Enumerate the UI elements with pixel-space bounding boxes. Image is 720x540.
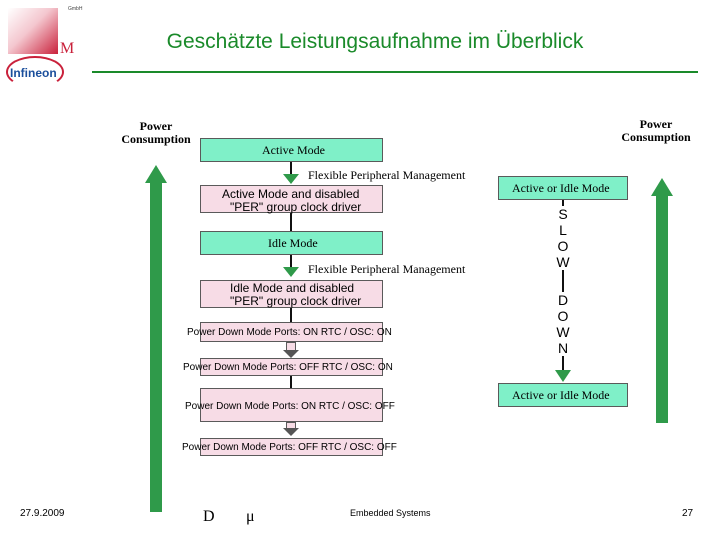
right-axis-arrowhead <box>651 178 673 196</box>
bottom-mode-label: Active or Idle Mode <box>512 388 610 402</box>
slow-down-arrowhead <box>555 370 571 382</box>
logo-square <box>8 8 58 54</box>
down-arrowhead <box>283 267 299 277</box>
active-disabled-rest: and disabled <box>288 187 360 201</box>
idle-mode-box <box>200 231 383 255</box>
logo-swoosh <box>6 56 64 88</box>
idle-disabled-box <box>200 280 383 308</box>
down-arrowhead <box>283 350 299 358</box>
power-down-label-2: Power Down Mode Ports: OFF RTC / OSC: ON <box>183 362 393 373</box>
down-arrowhead <box>283 428 299 436</box>
footer-date: 27.9.2009 <box>20 508 65 519</box>
idle-disabled-line1: Idle Mode and disabled <box>230 281 354 295</box>
footer-symbol-d: D <box>203 508 215 525</box>
slow-letter: W <box>555 254 571 270</box>
power-down-label-1: Power Down Mode Ports: ON RTC / OSC: ON <box>187 327 392 338</box>
connector-line <box>290 308 292 322</box>
infineon-logo: GmbH M Infineon <box>2 2 88 94</box>
down-letter: W <box>555 324 571 340</box>
idle-disabled-line2: "PER" group clock driver <box>230 294 362 308</box>
power-down-box-3 <box>200 388 383 422</box>
page-title: Geschätzte Leistungsaufnahme im Überblic… <box>166 30 584 53</box>
connector-line <box>290 376 292 388</box>
idle-mode-label: Idle Mode <box>268 236 318 250</box>
connector-arrow <box>290 255 292 269</box>
power-down-box-2 <box>200 358 383 376</box>
down-letter: N <box>555 340 571 356</box>
slow-letter: L <box>555 222 571 238</box>
fpm-label: Flexible Peripheral Management <box>308 262 466 276</box>
power-down-box-4 <box>200 438 383 456</box>
active-mode-label: Active Mode <box>262 143 325 157</box>
idle-disabled-bold: Idle Mode <box>230 281 283 295</box>
right-axis-arrow <box>656 195 668 423</box>
power-down-label-3: Power Down Mode Ports: ON RTC / OSC: OFF <box>185 401 395 412</box>
active-mode-box <box>200 138 383 162</box>
connector-line <box>290 213 292 231</box>
connector-arrow <box>290 162 292 176</box>
idle-disabled-rest: and disabled <box>282 281 355 295</box>
logo-text: Infineon <box>10 66 57 80</box>
slow-letter: S <box>555 206 571 222</box>
down-letter: D <box>555 292 571 308</box>
title-rule <box>92 71 698 73</box>
power-down-box-1 <box>200 322 383 342</box>
top-mode-label: Active or Idle Mode <box>512 181 610 195</box>
footer-symbol-mu: μ <box>246 508 255 525</box>
logo-letter: M <box>60 40 75 57</box>
page-number: 27 <box>682 508 694 519</box>
power-down-label-4: Power Down Mode Ports: OFF RTC / OSC: OF… <box>182 442 397 453</box>
active-disabled-bold: Active Mode <box>222 187 289 201</box>
slow-letter: O <box>555 238 571 254</box>
down-arrowhead <box>283 174 299 184</box>
logo-small-text: GmbH <box>68 6 83 12</box>
active-disabled-line1: Active Mode and disabled <box>222 187 359 201</box>
bottom-mode-box <box>498 383 628 407</box>
active-disabled-box <box>200 185 383 213</box>
right-axis-label: Power Consumption <box>621 117 691 144</box>
slow-down-connector <box>562 200 564 378</box>
left-axis-arrow <box>150 182 162 512</box>
down-letter: O <box>555 308 571 324</box>
footer-center-text: Embedded Systems <box>350 508 431 518</box>
left-axis-label: Power Consumption <box>121 119 191 146</box>
fpm-label: Flexible Peripheral Management <box>308 168 466 182</box>
top-mode-box <box>498 176 628 200</box>
left-axis-arrowhead <box>145 165 167 183</box>
active-disabled-line2: "PER" group clock driver <box>230 200 362 214</box>
